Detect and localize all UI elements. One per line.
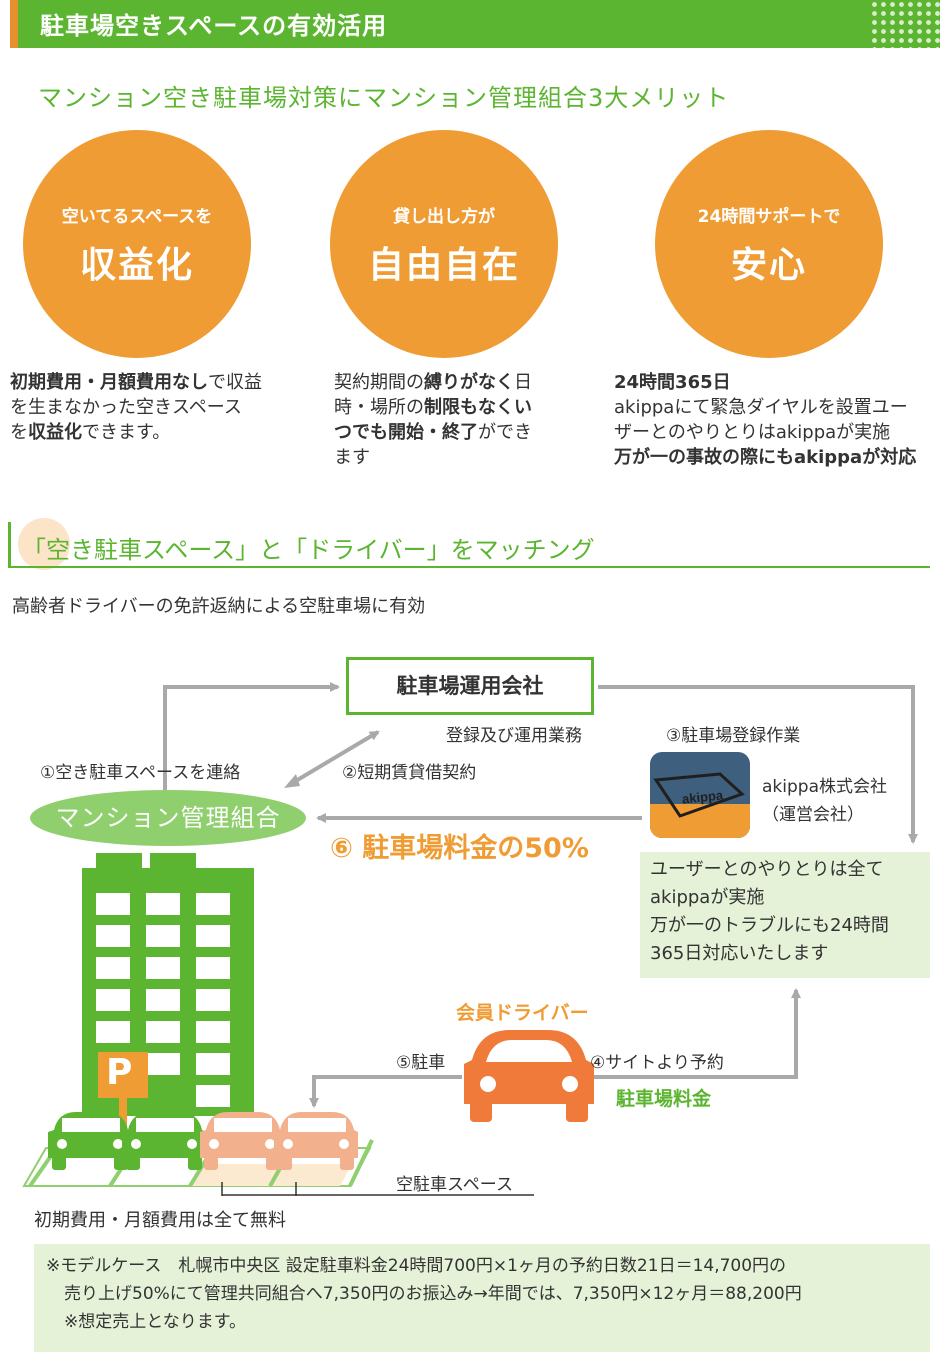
- merit-big-text: 自由自在: [367, 245, 520, 286]
- merit-description-line: を生まなかった空きスペース: [10, 395, 262, 420]
- parking-fee-label: 駐車場料金: [616, 1088, 712, 1110]
- free-of-charge-note: 初期費用・月額費用は全て無料: [34, 1210, 286, 1231]
- registration-ops-label: 登録及び運用業務: [446, 726, 582, 746]
- parking-sign-icon: [98, 1052, 148, 1132]
- emphasis-text: 収益化: [28, 422, 82, 443]
- step2-label: ②短期賃貸借契約: [342, 763, 477, 783]
- body-text: ザーとのやりとりはakippaが実施: [614, 422, 891, 443]
- merit-small-text: 貸し出し方が: [393, 207, 495, 227]
- akippa-logo-graphic: akippa: [650, 752, 750, 838]
- body-text: ができ: [478, 422, 532, 443]
- header-bar: [10, 0, 940, 48]
- merit-circle-revenue: 空いてるスペースを 収益化: [23, 130, 251, 358]
- body-text: で収益: [208, 372, 262, 393]
- header-dot-pattern: [870, 0, 940, 48]
- member-driver-car-icon: [464, 1030, 594, 1122]
- note-line: ※モデルケース 札幌市中央区 設定駐車料金24時間700円×1ヶ月の予約日数21…: [46, 1256, 787, 1276]
- merit-circle-flexible: 貸し出し方が 自由自在: [330, 130, 558, 358]
- step3-label: ③駐車場登録作業: [666, 726, 801, 746]
- info-line: ユーザーとのやりとりは全て: [650, 859, 884, 880]
- emphasis-text: 縛りがなく: [424, 372, 514, 393]
- emphasis-text: 24時間365日: [614, 372, 731, 393]
- parking-sign-letter: P: [106, 1052, 133, 1093]
- body-text: 時・場所の: [334, 397, 424, 418]
- arrow-step1: [163, 682, 340, 790]
- note-line: ※想定売上となります。: [64, 1312, 247, 1332]
- note-line: 売り上げ50%にて管理共同組合へ7,350円のお振込み→年間では、7,350円×…: [64, 1284, 802, 1304]
- operator-company-box: 駐車場運用会社: [346, 657, 594, 715]
- body-text: 契約期間の: [334, 372, 424, 393]
- info-line: akippaが実施: [650, 887, 765, 908]
- merit-description-line: 万が一の事故の際にもakippaが対応: [614, 445, 916, 470]
- merit-description-line: 契約期間の縛りがなく日: [334, 370, 532, 395]
- emphasis-text: つでも開始・終了: [334, 422, 478, 443]
- body-text: akippaにて緊急ダイヤルを設置ユー: [614, 397, 908, 418]
- akippa-logo: akippa: [650, 752, 750, 838]
- akippa-logo-text: akippa: [681, 787, 724, 806]
- merit-description-line: akippaにて緊急ダイヤルを設置ユー: [614, 395, 916, 420]
- empty-space-car-icon: [274, 1112, 358, 1170]
- merit-description-line: ます: [334, 445, 532, 470]
- akippa-company-block: akippa株式会社 （運営会社）: [762, 773, 887, 829]
- merit-description-line: 24時間365日: [614, 370, 916, 395]
- arrow-step3: [598, 685, 918, 844]
- parked-car-icon: [48, 1112, 132, 1170]
- step6-revenue-share: ⑥ 駐車場料金の50%: [330, 833, 589, 864]
- model-case-note: ※モデルケース 札幌市中央区 設定駐車料金24時間700円×1ヶ月の予約日数21…: [34, 1244, 930, 1352]
- info-line: 365日対応いたします: [650, 943, 829, 964]
- merit-small-text: 空いてるスペースを: [61, 207, 213, 227]
- step5-label: ⑤駐車: [396, 1053, 446, 1073]
- header-accent: [10, 0, 18, 48]
- body-text: できます。: [82, 422, 171, 443]
- merit-description-line: 初期費用・月額費用なしで収益: [10, 370, 262, 395]
- merit-description-safety: 24時間365日 akippaにて緊急ダイヤルを設置ユーザーとのやりとりはakip…: [614, 370, 916, 470]
- merit-description-line: 時・場所の制限もなくい: [334, 395, 532, 420]
- empty-space-label: 空駐車スペース: [396, 1175, 513, 1195]
- arrow-step2: [284, 730, 380, 788]
- member-driver-label: 会員ドライバー: [456, 1002, 589, 1024]
- emphasis-text: 初期費用・月額費用なし: [10, 372, 208, 393]
- merit-description-line: を収益化できます。: [10, 420, 262, 445]
- parked-car-icon: [122, 1112, 206, 1170]
- merit-description-flexible: 契約期間の縛りがなく日時・場所の制限もなくいつでも開始・終了ができます: [334, 370, 532, 470]
- section-heading-bar: [8, 522, 11, 566]
- akippa-company-role: （運営会社）: [762, 805, 864, 825]
- body-text: 日: [514, 372, 532, 393]
- arrow-step5: [309, 1075, 462, 1108]
- matching-subheading: 高齢者ドライバーの免許返納による空駐車場に有効: [12, 596, 426, 617]
- section-heading-dot: [18, 518, 70, 570]
- arrow-step4: [590, 988, 801, 1079]
- empty-space-car-icon: [200, 1112, 284, 1170]
- merit-description-line: つでも開始・終了ができ: [334, 420, 532, 445]
- step1-label: ①空き駐車スペースを連絡: [40, 763, 241, 783]
- body-text: を: [10, 422, 28, 443]
- body-text: ます: [334, 447, 370, 468]
- merit-description-revenue: 初期費用・月額費用なしで収益を生まなかった空きスペースを収益化できます。: [10, 370, 262, 445]
- body-text: を生まなかった空きスペース: [10, 397, 242, 418]
- merit-description-line: ザーとのやりとりはakippaが実施: [614, 420, 916, 445]
- step4-label: ④サイトより予約: [590, 1053, 724, 1073]
- merits-heading: マンション空き駐車場対策にマンション管理組合3大メリット: [38, 84, 730, 112]
- merit-circle-safety: 24時間サポートで 安心: [655, 130, 883, 358]
- merit-small-text: 24時間サポートで: [697, 207, 841, 227]
- merit-big-text: 安心: [730, 245, 807, 286]
- akippa-company-name: akippa株式会社: [762, 777, 887, 797]
- akippa-support-info: ユーザーとのやりとりは全て akippaが実施 万が一のトラブルにも24時間 3…: [640, 852, 930, 978]
- info-line: 万が一のトラブルにも24時間: [650, 915, 889, 936]
- emphasis-text: 制限もなくい: [424, 397, 532, 418]
- management-association-ellipse: マンション管理組合: [30, 790, 306, 846]
- section-underline: [8, 566, 930, 568]
- emphasis-text: 万が一の事故の際にもakippaが対応: [614, 447, 917, 468]
- matching-heading: 「空き駐車スペース」と「ドライバー」をマッチング: [22, 536, 595, 564]
- page-title: 駐車場空きスペースの有効活用: [40, 12, 388, 40]
- merit-big-text: 収益化: [79, 245, 194, 286]
